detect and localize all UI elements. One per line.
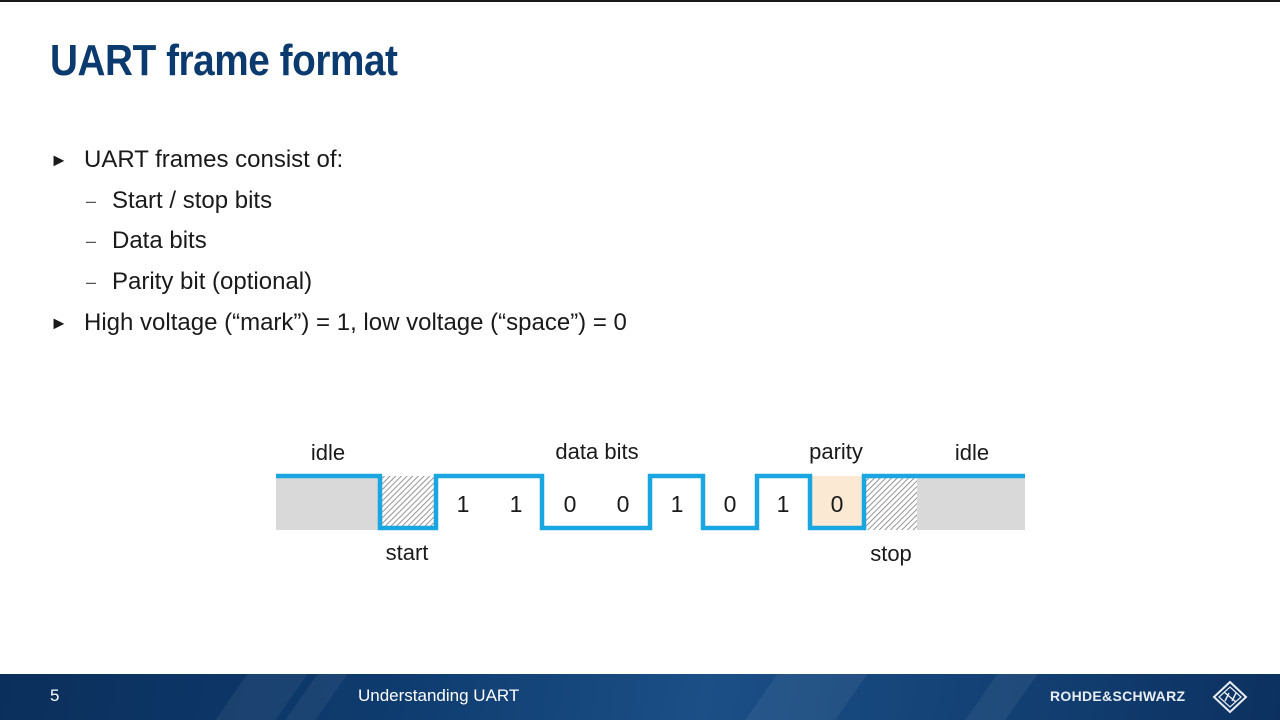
idle-right-area bbox=[917, 476, 1025, 530]
start-bit-area bbox=[382, 476, 434, 530]
dash-bullet-icon: – bbox=[86, 190, 97, 211]
signal-waveform bbox=[276, 473, 1025, 531]
footer-title: Understanding UART bbox=[358, 686, 520, 705]
bullet-text: High voltage (“mark”) = 1, low voltage (… bbox=[84, 309, 627, 336]
start-label: start bbox=[386, 540, 429, 565]
data-bits-label: data bits bbox=[555, 439, 638, 464]
idle-left-label: idle bbox=[311, 440, 345, 465]
parity-bit-value: 0 bbox=[831, 491, 844, 517]
dash-bullet-icon: – bbox=[86, 230, 97, 251]
stop-label: stop bbox=[870, 541, 912, 566]
idle-right-label: idle bbox=[955, 440, 989, 465]
slide-title: UART frame format bbox=[50, 36, 398, 85]
bullet-text: UART frames consist of: bbox=[84, 146, 344, 173]
sub-bullet-text: Parity bit (optional) bbox=[112, 268, 313, 295]
dash-bullet-icon: – bbox=[86, 271, 97, 292]
sub-bullet-text: Data bits bbox=[112, 227, 207, 254]
data-bit-value: 1 bbox=[457, 491, 470, 517]
data-bit-value: 0 bbox=[724, 491, 737, 517]
footer-stripe bbox=[735, 674, 875, 720]
top-border bbox=[0, 0, 1280, 2]
data-bit-value: 1 bbox=[510, 491, 523, 517]
parity-label: parity bbox=[809, 439, 863, 464]
triangle-bullet-icon: ► bbox=[50, 149, 68, 170]
idle-left-area bbox=[276, 476, 380, 530]
parity-bit-area bbox=[811, 476, 863, 530]
data-bit-value: 0 bbox=[564, 491, 577, 517]
footer-bar: 5 Understanding UART ROHDE&SCHWARZ bbox=[0, 674, 1280, 720]
page-number: 5 bbox=[50, 686, 60, 705]
footer-stripe bbox=[955, 674, 1045, 720]
triangle-bullet-icon: ► bbox=[50, 312, 68, 333]
data-bit-value: 0 bbox=[617, 491, 630, 517]
brand-name: ROHDE&SCHWARZ bbox=[1050, 688, 1186, 704]
stop-bit-area bbox=[865, 476, 917, 530]
data-bit-value: 1 bbox=[671, 491, 684, 517]
data-bit-value: 1 bbox=[777, 491, 790, 517]
uart-frame-diagram: idle data bits parity idle start stop 1 … bbox=[276, 439, 1025, 566]
sub-bullet-text: Start / stop bits bbox=[112, 187, 273, 214]
rohde-schwarz-logo-icon bbox=[1212, 680, 1248, 714]
